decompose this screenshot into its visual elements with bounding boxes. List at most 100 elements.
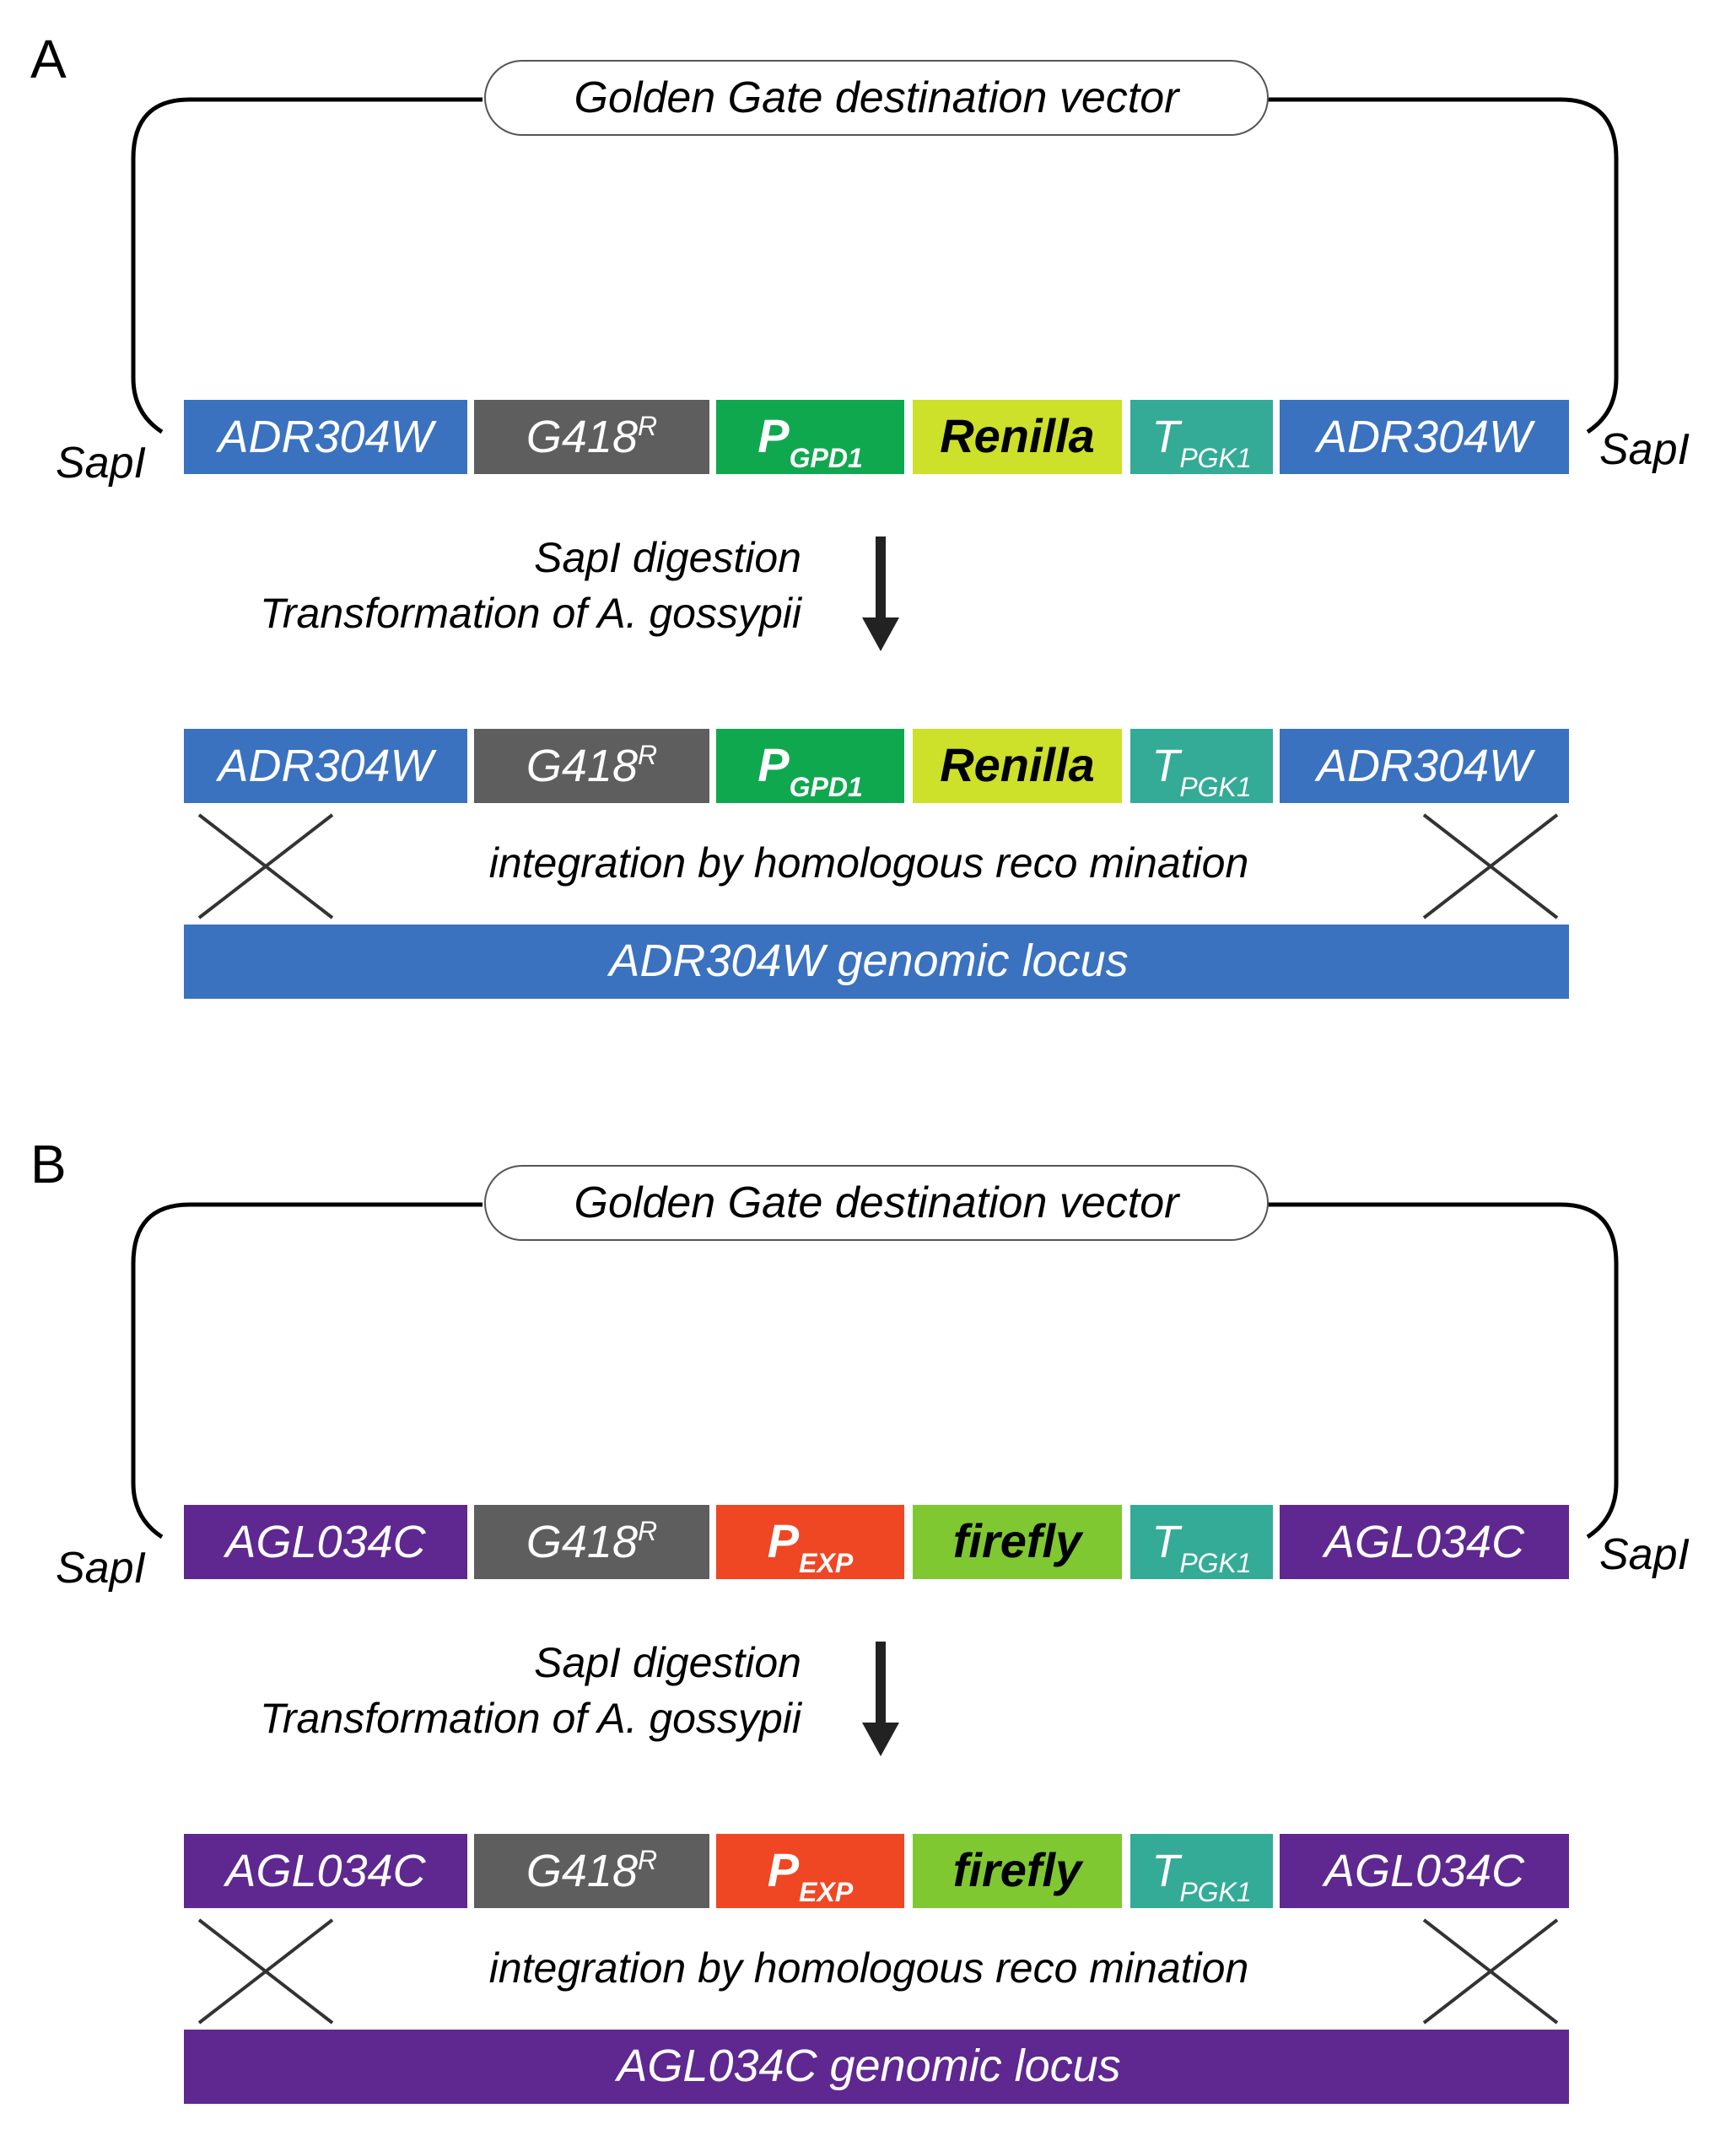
part-terminator-block (1130, 1834, 1273, 1908)
crossover-left-icon-stroke-2 (197, 1918, 334, 2025)
crossover-left-icon (197, 813, 334, 919)
part-flank-left-label: ADR304W (215, 412, 437, 462)
part-reporter-text: firefly (953, 1843, 1084, 1896)
part-marker-superscript: R (638, 411, 657, 441)
part-flank-left-block (184, 729, 467, 803)
part-promoter-text: P (768, 1514, 800, 1567)
part-promoter-block (716, 1505, 904, 1579)
part-flank-right-text: AGL034C (1322, 1846, 1525, 1896)
part-marker-text: G418 (526, 741, 638, 791)
part-flank-left: AGL034C (184, 1834, 467, 1908)
part-flank-right-text: ADR304W (1314, 412, 1536, 462)
vector-label: Golden Gate destination vector (574, 73, 1182, 122)
part-promoter-subscript: EXP (799, 1548, 854, 1578)
panel-letter: B (30, 1134, 67, 1194)
part-marker-superscript: R (638, 1516, 657, 1546)
part-flank-left-block (184, 1834, 467, 1908)
part-marker: G418R (474, 400, 709, 474)
genomic-locus-bar (184, 925, 1569, 999)
part-marker-block (474, 729, 709, 803)
part-terminator-block (1130, 400, 1273, 474)
part-reporter-block (913, 1505, 1122, 1579)
part-terminator-subscript: PGK1 (1179, 772, 1251, 802)
restriction-site-right: SapI (1599, 425, 1690, 474)
restriction-site-left: SapI (56, 439, 146, 488)
part-promoter-block (716, 729, 904, 803)
part-flank-right-label: AGL034C (1322, 1846, 1525, 1896)
part-marker-text: G418 (526, 412, 638, 462)
part-terminator-label: TPGK1 (1151, 1846, 1251, 1907)
part-flank-left-label: AGL034C (223, 1517, 426, 1567)
part-flank-left-label: AGL034C (223, 1846, 426, 1896)
part-flank-left-text: AGL034C (223, 1517, 426, 1567)
part-terminator-label: TPGK1 (1151, 1517, 1251, 1578)
vector-backbone-left (131, 97, 483, 434)
part-reporter: firefly (913, 1505, 1122, 1579)
part-promoter-label: PGPD1 (757, 738, 863, 802)
part-flank-left-block (184, 1505, 467, 1579)
part-reporter-text: firefly (953, 1514, 1084, 1567)
part-flank-right: ADR304W (1280, 729, 1569, 803)
part-reporter-block (913, 400, 1122, 474)
part-flank-left-text: AGL034C (223, 1846, 426, 1896)
crossover-left-icon (197, 1918, 334, 2025)
restriction-site-left: SapI (56, 1544, 146, 1593)
process-step-1: SapI digestion (534, 1639, 801, 1686)
part-terminator: TPGK1 (1130, 1505, 1273, 1579)
part-reporter-text: Renilla (940, 409, 1095, 462)
part-marker-label: G418R (526, 740, 657, 791)
part-marker-label: G418R (526, 411, 657, 462)
part-marker-block (474, 400, 709, 474)
part-terminator-subscript: PGK1 (1179, 1548, 1251, 1578)
part-promoter-text: P (757, 738, 790, 791)
part-promoter: PGPD1 (716, 729, 904, 803)
part-flank-left: AGL034C (184, 1505, 467, 1579)
part-marker-block (474, 1505, 709, 1579)
part-promoter-block (716, 400, 904, 474)
genomic-locus-label: ADR304W genomic locus (607, 936, 1128, 986)
integration-label: integration by homologous reco mination (489, 839, 1249, 887)
part-terminator-block (1130, 1505, 1273, 1579)
part-marker: G418R (474, 1505, 709, 1579)
part-reporter-label: Renilla (940, 738, 1095, 791)
part-promoter-text: P (768, 1843, 800, 1896)
process-step-1: SapI digestion (534, 534, 801, 581)
part-reporter-label: firefly (953, 1514, 1084, 1567)
vector-cassette: AGL034C G418R PEXP firefly TPGK1 AGL034C (184, 1505, 1569, 1579)
part-terminator-label: TPGK1 (1151, 412, 1251, 473)
part-marker-superscript: R (638, 740, 657, 770)
part-promoter-subscript: EXP (799, 1877, 854, 1907)
vector-label: Golden Gate destination vector (574, 1178, 1182, 1227)
part-terminator-text: T (1151, 1846, 1183, 1896)
part-promoter-block (716, 1834, 904, 1908)
part-promoter-text: P (757, 409, 790, 462)
part-flank-right-block (1280, 1834, 1569, 1908)
part-flank-right: AGL034C (1280, 1834, 1569, 1908)
part-reporter-label: firefly (953, 1843, 1084, 1896)
integration-label: integration by homologous reco mination (489, 1944, 1249, 1992)
part-flank-left-text: ADR304W (215, 412, 437, 462)
part-reporter: Renilla (913, 400, 1122, 474)
part-flank-left-text: ADR304W (215, 741, 437, 791)
crossover-right-icon (1422, 1918, 1559, 2025)
digested-cassette: ADR304W G418R PGPD1 Renilla TPGK1 ADR304W (184, 729, 1569, 803)
part-terminator-label: TPGK1 (1151, 741, 1251, 802)
part-marker-text: G418 (526, 1517, 638, 1567)
part-terminator-subscript: PGK1 (1179, 1877, 1251, 1907)
part-promoter-label: PEXP (768, 1514, 854, 1578)
part-terminator: TPGK1 (1130, 729, 1273, 803)
part-flank-right: AGL034C (1280, 1505, 1569, 1579)
part-promoter: PGPD1 (716, 400, 904, 474)
part-flank-left: ADR304W (184, 729, 467, 803)
part-promoter-label: PGPD1 (757, 409, 863, 473)
vector-backbone-right (1265, 1202, 1619, 1539)
part-promoter: PEXP (716, 1834, 904, 1908)
part-flank-right-text: ADR304W (1314, 741, 1536, 791)
process-step-2: Transformation of A. gossypii (260, 590, 803, 637)
vector-label-box (484, 1165, 1269, 1241)
vector-backbone-right (1265, 97, 1619, 434)
part-flank-right-text: AGL034C (1322, 1517, 1525, 1567)
